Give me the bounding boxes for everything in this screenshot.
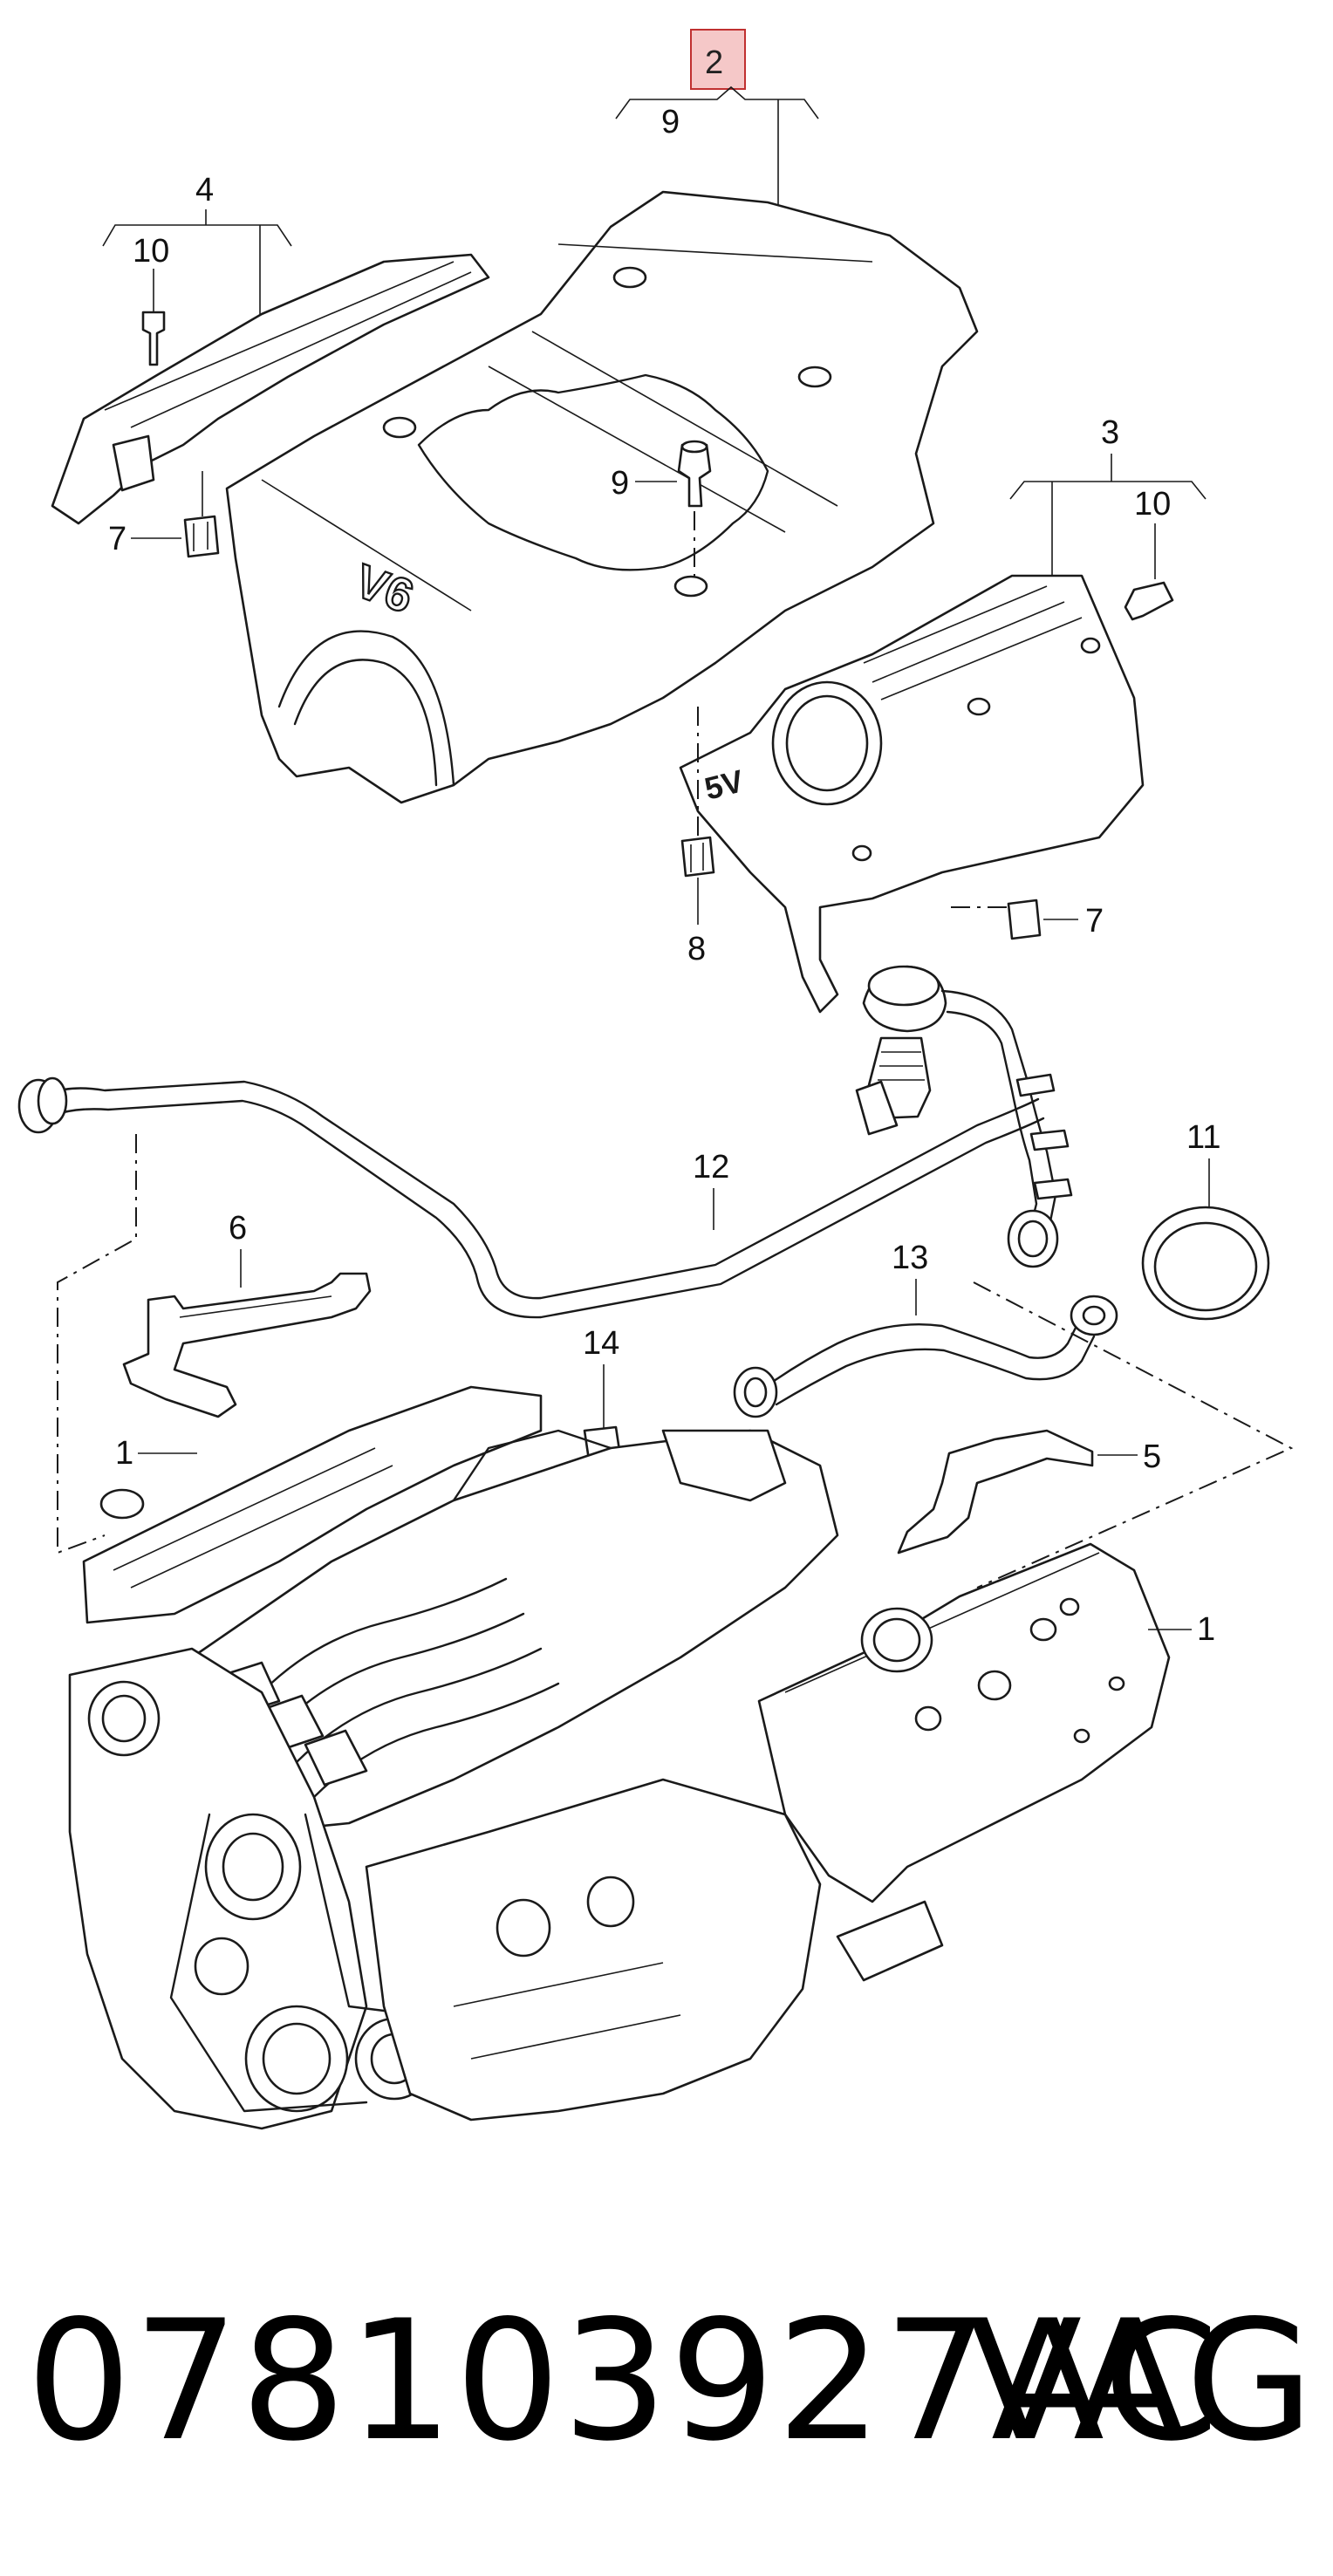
callout-10-left: 10	[133, 233, 169, 270]
exploded-parts-diagram: 2 9 4 10 7	[17, 29, 1294, 2130]
engine-cover-part-2: V6	[225, 190, 979, 804]
bolt-10-left	[141, 311, 166, 366]
callout-1-right: 1	[1197, 1611, 1215, 1648]
right-cover-part-3: 5V	[679, 574, 1145, 1014]
callout-7-left: 7	[108, 521, 126, 557]
callout-3: 3	[1101, 414, 1119, 451]
breather-hose-12	[17, 965, 1073, 1319]
clip-7-left	[183, 515, 220, 558]
bracket-5	[897, 1429, 1094, 1554]
callout-6: 6	[229, 1210, 247, 1247]
callout-8: 8	[687, 931, 706, 967]
bolt-9-center	[677, 440, 712, 508]
callout-13: 13	[892, 1240, 928, 1276]
brand-name: VAG	[968, 2285, 1316, 2477]
callout-2[interactable]: 2	[690, 29, 746, 90]
callout-14: 14	[583, 1325, 619, 1362]
callout-11: 11	[1186, 1119, 1220, 1156]
gasket-11	[1141, 1206, 1270, 1321]
bracket-6	[122, 1272, 372, 1418]
callout-2-highlight	[690, 29, 746, 90]
callout-5: 5	[1143, 1438, 1161, 1475]
left-cover-trim-part-4	[51, 253, 490, 525]
callout-4: 4	[195, 172, 214, 208]
clip-8	[680, 836, 715, 878]
clip-7-right	[1007, 899, 1042, 940]
callout-10-right: 10	[1134, 486, 1171, 523]
callout-2-label: 2	[705, 44, 723, 81]
hose-13	[733, 1295, 1118, 1418]
callout-9-top: 9	[661, 104, 680, 140]
bolt-10-right	[1124, 581, 1174, 621]
part-number: 078103927AC	[26, 2285, 1221, 2477]
callout-12: 12	[693, 1149, 729, 1186]
callout-7-right: 7	[1085, 903, 1104, 940]
engine-assembly	[68, 1385, 1171, 2130]
callout-9-center: 9	[611, 465, 629, 502]
callout-1-left: 1	[115, 1435, 133, 1472]
